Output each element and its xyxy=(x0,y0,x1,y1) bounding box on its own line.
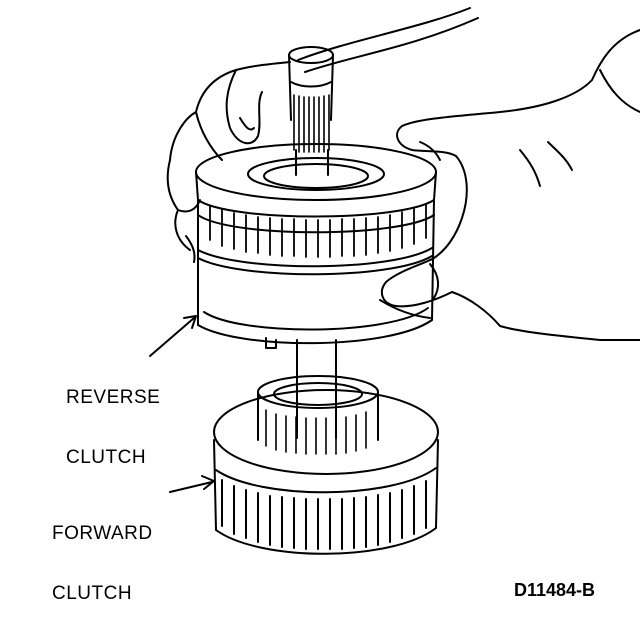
reverse-label-line2: CLUTCH xyxy=(66,447,147,468)
input-shaft xyxy=(288,46,334,176)
figure-code: D11484-B xyxy=(514,580,596,600)
left-hand xyxy=(166,7,479,263)
reverse-clutch-leader xyxy=(149,315,197,357)
forward-clutch-leader xyxy=(169,475,215,493)
forward-label-line1: FORWARD xyxy=(52,523,153,544)
reverse-clutch-drum xyxy=(195,143,437,349)
forward-label-line2: CLUTCH xyxy=(52,583,133,604)
forward-clutch-label: FORWARD CLUTCH xyxy=(52,484,153,634)
reverse-clutch-label: REVERSE CLUTCH xyxy=(66,348,160,508)
forward-clutch xyxy=(213,375,439,555)
reverse-label-line1: REVERSE xyxy=(66,387,161,408)
right-hand xyxy=(379,29,640,341)
